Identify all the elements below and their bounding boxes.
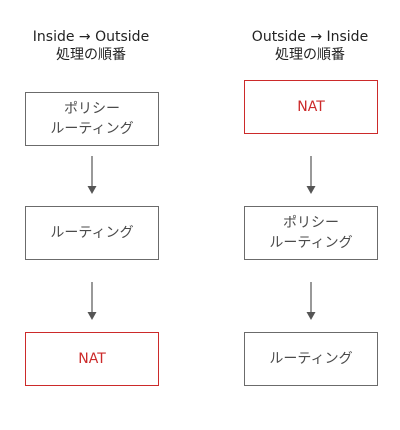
left-column-title: Inside → Outside 処理の順番 — [0, 28, 186, 64]
right-arrow-2 — [306, 282, 316, 320]
left-step-1-line-1: ポリシー — [63, 101, 120, 117]
right-step-3-line-1: ルーティング — [269, 351, 353, 367]
right-title-direction: Outside → Inside — [251, 29, 369, 45]
left-step-3-line-1: NAT — [78, 351, 106, 367]
left-step-2-line-1: ルーティング — [50, 225, 134, 241]
right-title-order: 処理の順番 — [275, 47, 345, 63]
left-arrow-1 — [87, 156, 97, 194]
right-column-title: Outside → Inside 処理の順番 — [215, 28, 400, 64]
right-step-2-line-2: ルーティング — [269, 235, 353, 251]
left-arrow-2 — [87, 282, 97, 320]
right-step-1-box: NAT — [244, 80, 378, 134]
right-step-1-line-1: NAT — [297, 99, 325, 115]
left-step-2-box: ルーティング — [25, 206, 159, 260]
right-step-2-line-1: ポリシー — [282, 215, 339, 231]
right-step-3-box: ルーティング — [244, 332, 378, 386]
left-step-3-box: NAT — [25, 332, 159, 386]
right-step-2-box: ポリシー ルーティング — [244, 206, 378, 260]
left-step-1-line-2: ルーティング — [50, 121, 134, 137]
left-title-direction: Inside → Outside — [32, 29, 150, 45]
right-arrow-1 — [306, 156, 316, 194]
left-title-order: 処理の順番 — [56, 47, 126, 63]
left-step-1-box: ポリシー ルーティング — [25, 92, 159, 146]
